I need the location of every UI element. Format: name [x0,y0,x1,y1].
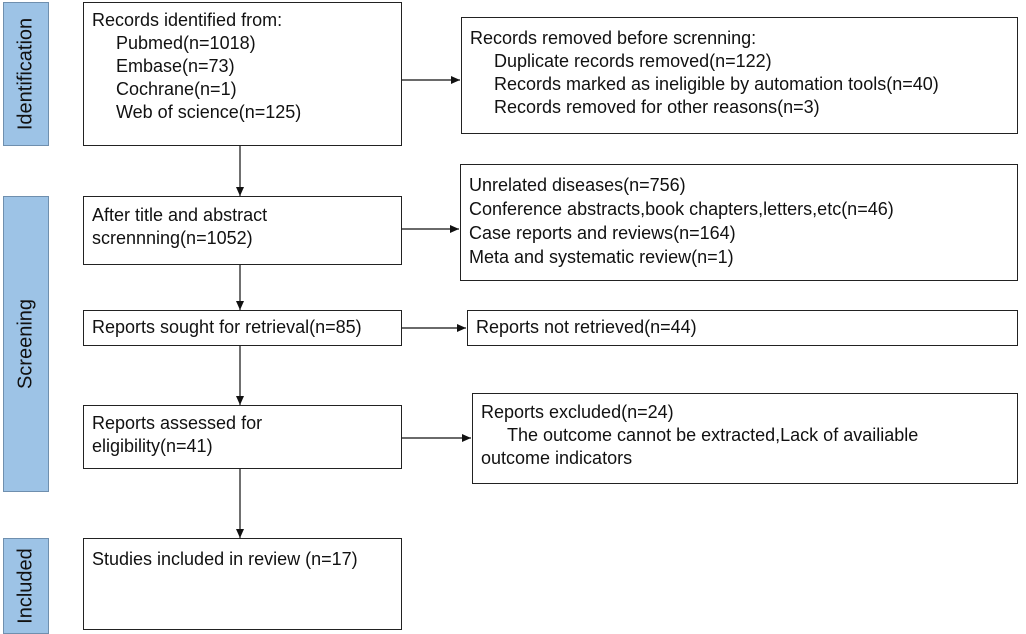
title-abstract-excluded-box: Unrelated diseases(n=756) Conference abs… [460,164,1018,281]
removed-ineligible-automation: Records marked as ineligible by automati… [494,74,939,94]
source-web-of-science: Web of science(n=125) [116,102,302,122]
excluded-case-reports: Case reports and reviews(n=164) [469,223,736,243]
title-abstract-line1: After title and abstract [92,205,268,225]
reports-sought-box: Reports sought for retrieval(n=85) [83,310,402,346]
phase-screening: Screening [3,196,49,492]
reports-excluded-box: Reports excluded(n=24) The outcome canno… [472,393,1018,484]
reports-assessed-line2: eligibility(n=41) [92,436,213,456]
reports-sought-label: Reports sought for retrieval(n=85) [92,317,362,337]
reports-excluded-reason-line2: outcome indicators [481,448,633,468]
title-abstract-line2: scrennning(n=1052) [92,228,253,248]
source-pubmed: Pubmed(n=1018) [116,33,256,53]
studies-included-box: Studies included in review (n=17) [83,538,402,630]
reports-excluded-heading: Reports excluded(n=24) [481,402,674,422]
reports-not-retrieved-label: Reports not retrieved(n=44) [476,317,697,337]
studies-included-label: Studies included in review (n=17) [92,549,358,569]
records-identified-box: Records identified from: Pubmed(n=1018) … [83,2,402,146]
excluded-unrelated-diseases: Unrelated diseases(n=756) [469,175,686,195]
phase-identification: Identification [3,2,49,146]
reports-not-retrieved-box: Reports not retrieved(n=44) [467,310,1018,346]
excluded-conference-abstracts: Conference abstracts,book chapters,lette… [469,199,894,219]
records-identified-heading: Records identified from: [92,10,283,30]
source-embase: Embase(n=73) [116,56,235,76]
source-cochrane: Cochrane(n=1) [116,79,237,99]
reports-assessed-line1: Reports assessed for [92,413,263,433]
reports-excluded-reason-line1: The outcome cannot be extracted,Lack of … [507,425,919,445]
removed-other-reasons: Records removed for other reasons(n=3) [494,97,820,117]
removed-duplicates: Duplicate records removed(n=122) [494,51,772,71]
reports-assessed-box: Reports assessed for eligibility(n=41) [83,405,402,469]
records-removed-box: Records removed before screnning: Duplic… [461,17,1018,134]
records-removed-heading: Records removed before screnning: [470,28,757,48]
excluded-meta-reviews: Meta and systematic review(n=1) [469,247,734,267]
title-abstract-screening-box: After title and abstract scrennning(n=10… [83,196,402,265]
